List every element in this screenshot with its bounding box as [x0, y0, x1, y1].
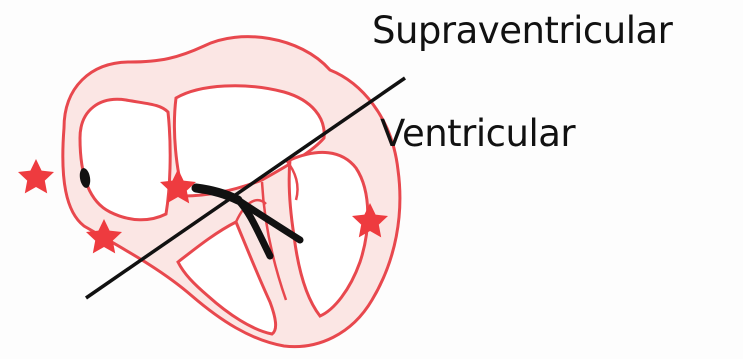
- supraventricular-label: Supraventricular: [372, 12, 672, 49]
- ventricular-label: Ventricular: [380, 115, 575, 152]
- star-icon: [18, 159, 54, 193]
